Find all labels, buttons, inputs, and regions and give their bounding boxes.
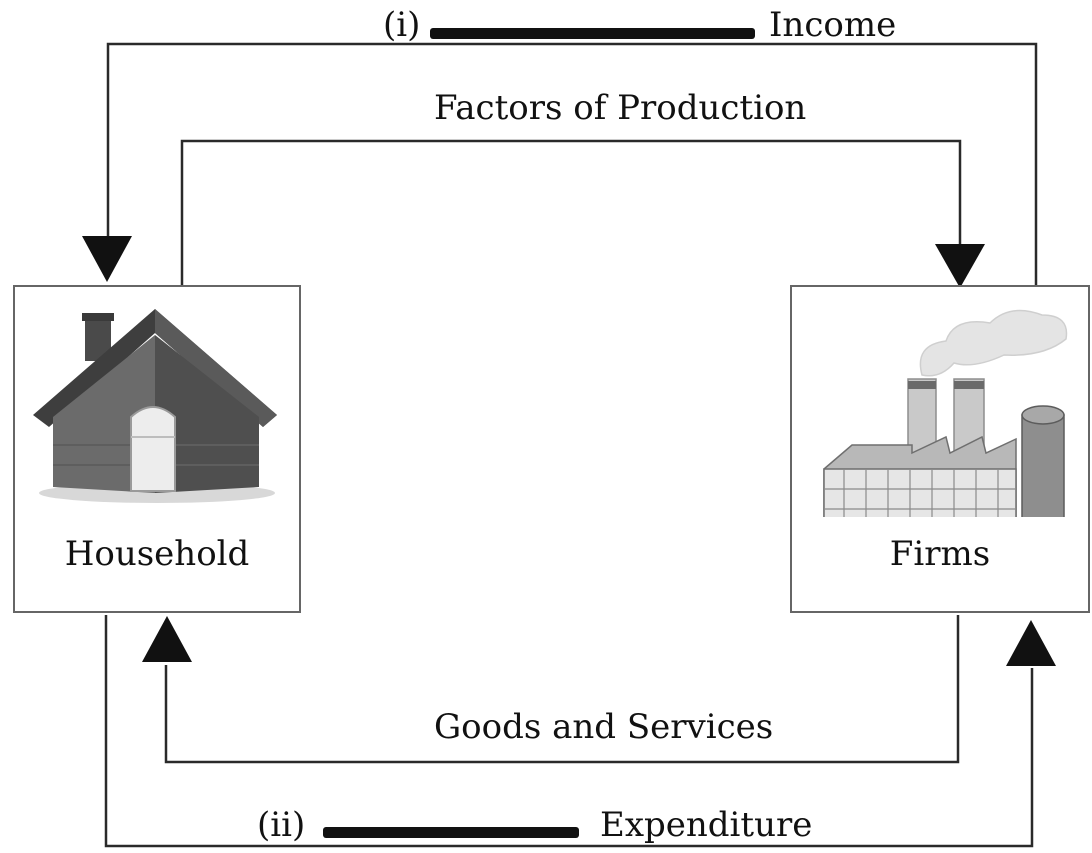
expenditure-answer-blank bbox=[323, 827, 579, 838]
factory-icon bbox=[823, 309, 1068, 517]
income-arrowhead bbox=[82, 236, 132, 282]
factors-flow-line bbox=[180, 139, 962, 285]
income-answer-blank bbox=[430, 28, 755, 39]
household-label: Household bbox=[64, 534, 250, 574]
household-node: Household bbox=[13, 285, 301, 613]
expenditure-prefix: (ii) bbox=[257, 805, 306, 845]
goods-flow-line bbox=[164, 615, 960, 764]
expenditure-flow-line bbox=[104, 615, 1034, 848]
income-label: Income bbox=[769, 5, 897, 45]
expenditure-label: Expenditure bbox=[600, 805, 813, 845]
goods-arrowhead bbox=[142, 616, 192, 662]
factors-arrowhead bbox=[935, 244, 985, 288]
income-prefix: (i) bbox=[383, 5, 421, 45]
income-flow-line bbox=[106, 42, 1038, 285]
expenditure-arrowhead bbox=[1006, 620, 1056, 666]
goods-and-services-label: Goods and Services bbox=[434, 707, 774, 747]
house-icon bbox=[33, 309, 277, 503]
factors-of-production-label: Factors of Production bbox=[434, 88, 807, 128]
firms-node: Firms bbox=[790, 285, 1090, 613]
firms-label: Firms bbox=[889, 534, 991, 574]
